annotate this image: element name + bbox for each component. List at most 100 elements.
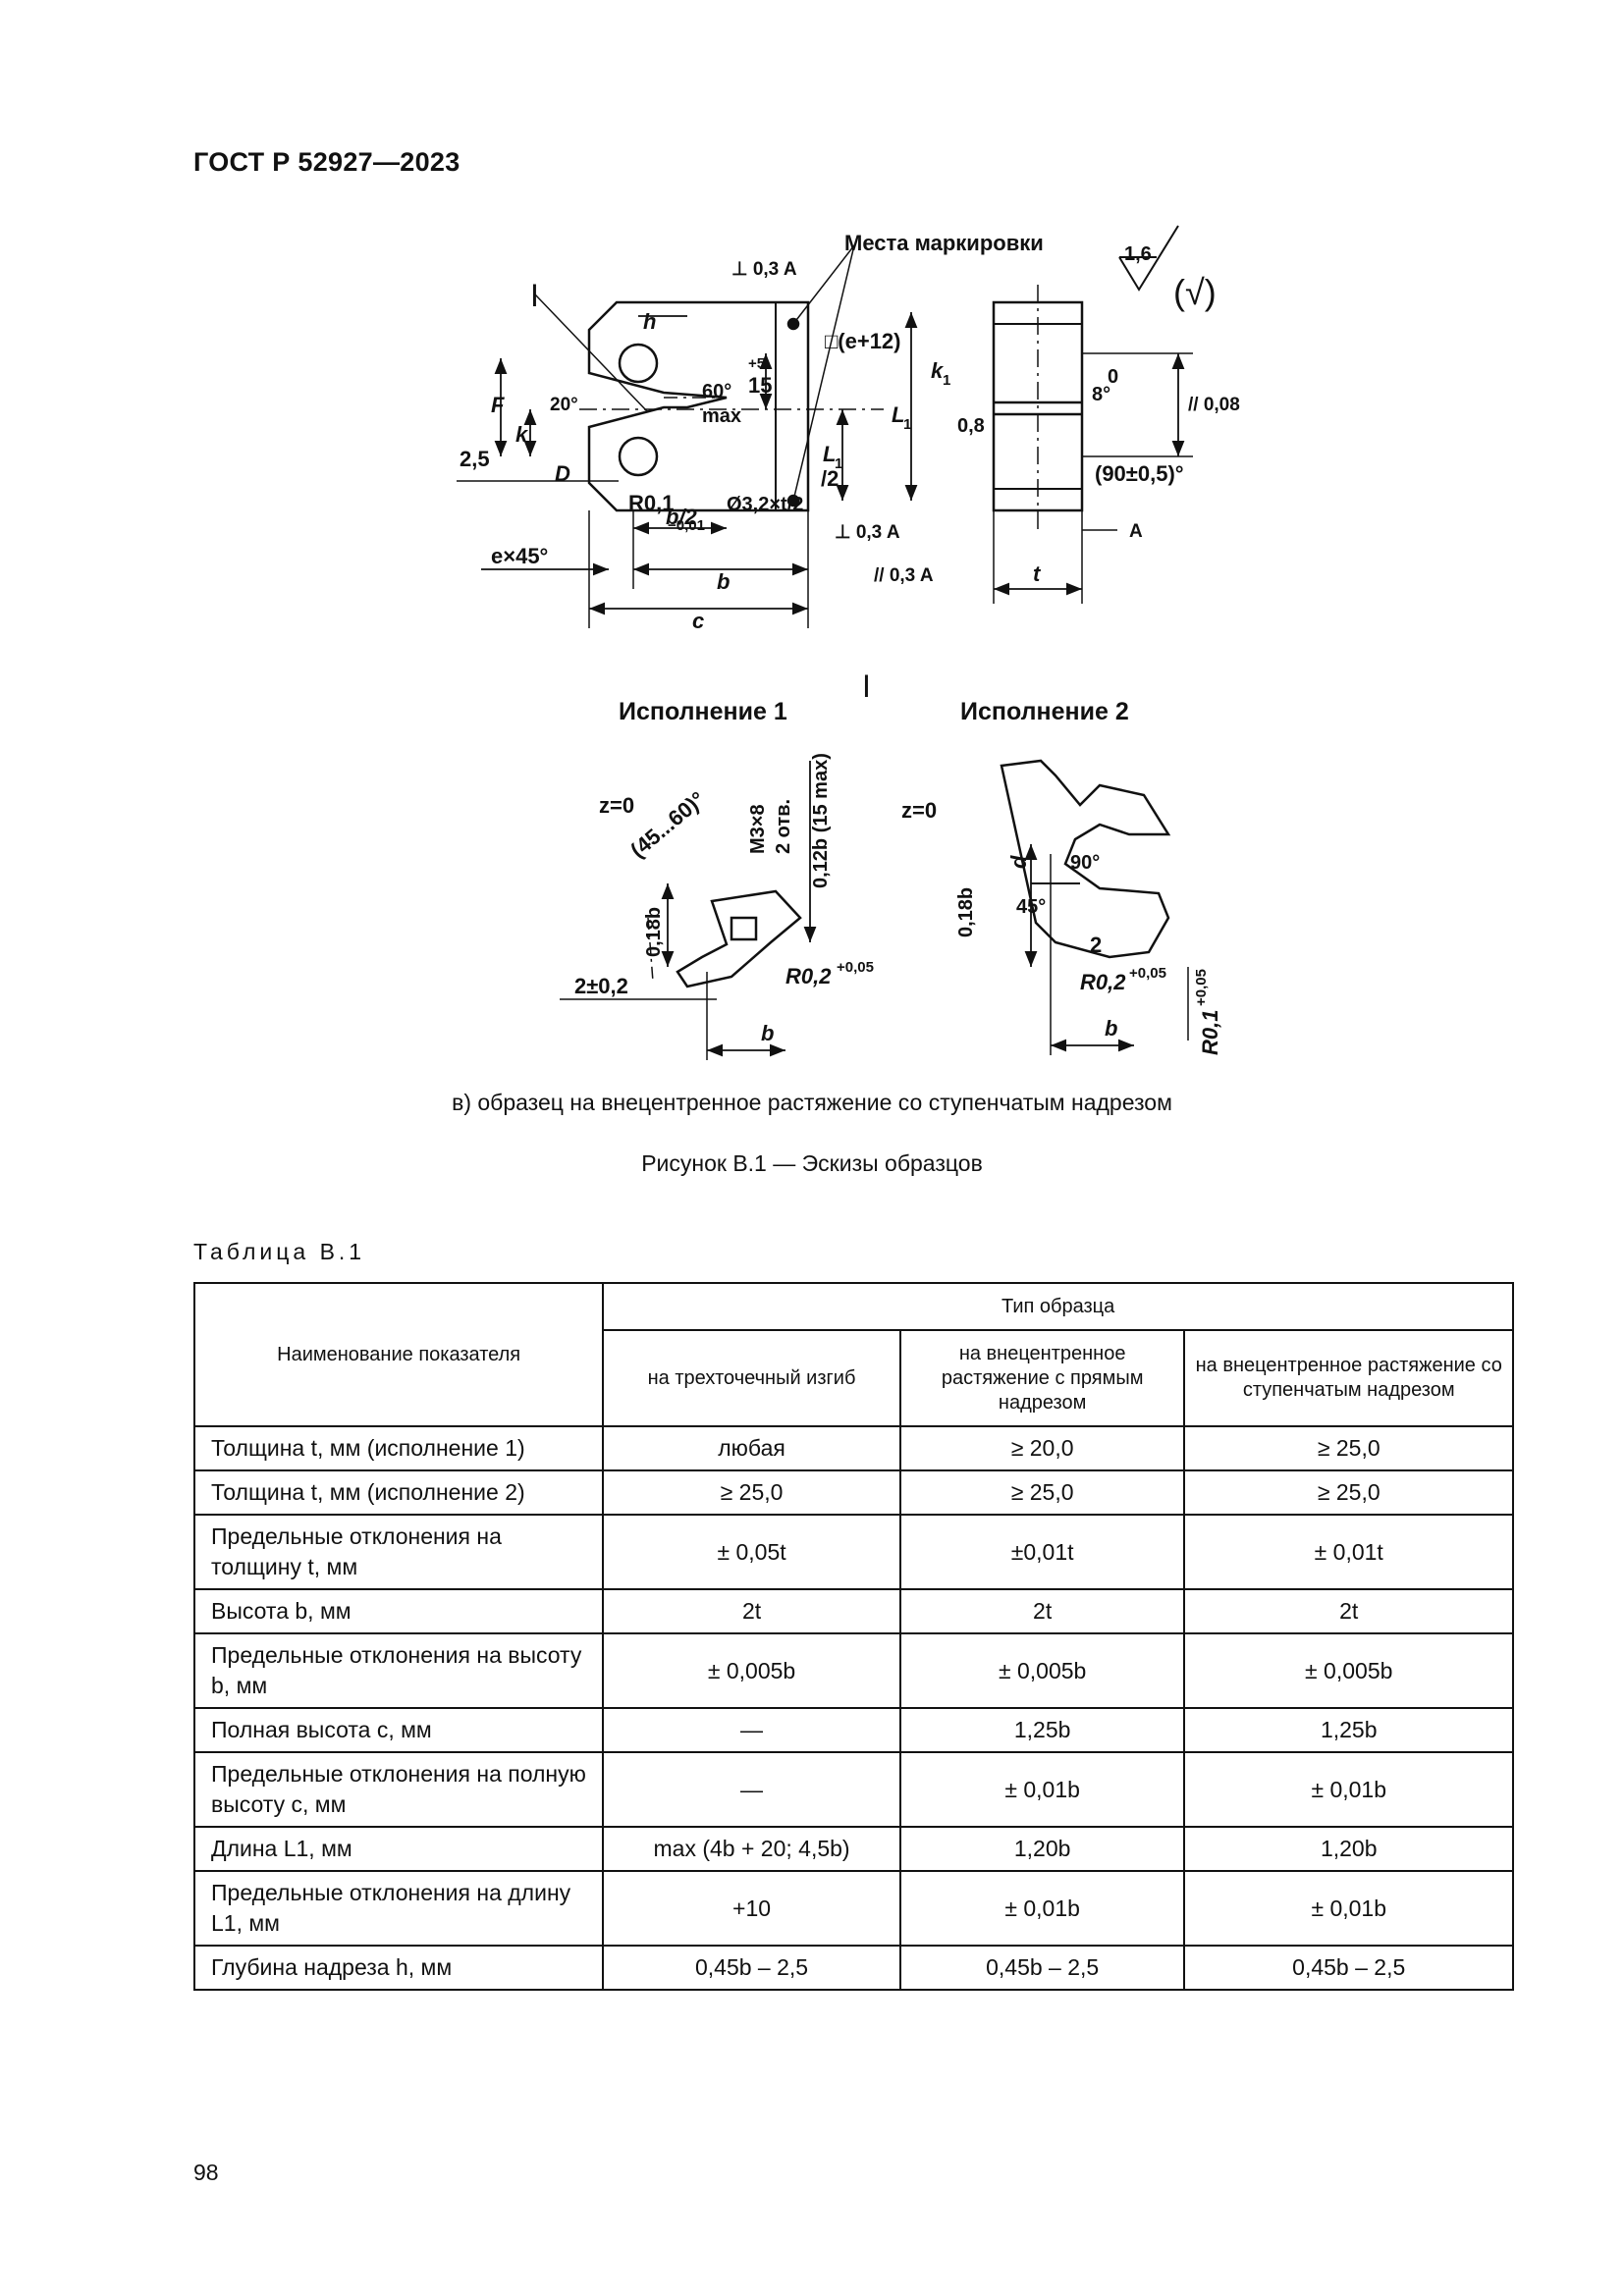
roughness-value: 1,6 <box>1124 243 1152 265</box>
dim-angle90: (90±0,5)° <box>1095 461 1184 486</box>
dim-b: b <box>717 569 730 594</box>
dim-e12: □(e+12) <box>825 329 901 353</box>
variant1-dim2: 2±0,2 <box>574 974 628 998</box>
row-name: Предельные отклонения на высоту b, мм <box>192 1632 605 1709</box>
dim-zero: 0 <box>1108 366 1118 388</box>
table-row: Предельные отклонения на высоту b, мм ± … <box>192 1632 1514 1709</box>
dim-max: max <box>702 405 741 427</box>
variant1-m3: M3×8 <box>747 804 769 854</box>
variant2-dim2: 2 <box>1090 933 1102 957</box>
cell: 0,45b – 2,5 <box>602 1945 901 1991</box>
dim-angle20: 20° <box>550 395 578 415</box>
cell: ± 0,01b <box>1183 1751 1514 1828</box>
table-row: Предельные отклонения на полную высоту c… <box>192 1751 1514 1828</box>
variant2-title: Исполнение 2 <box>960 698 1129 725</box>
table-row: Толщина t, мм (исполнение 1) любая ≥ 20,… <box>192 1425 1514 1471</box>
variant2-angle90: 90° <box>1070 852 1100 874</box>
cell: ≥ 25,0 <box>898 1469 1186 1516</box>
variant2-d: d <box>1006 855 1031 869</box>
table-row: Толщина t, мм (исполнение 2) ≥ 25,0 ≥ 25… <box>192 1469 1514 1516</box>
dim-F: F <box>491 393 505 417</box>
variant2-R02-tol: +0,05 <box>1129 965 1166 982</box>
document-header: ГОСТ Р 52927—2023 <box>193 147 460 177</box>
cell: 1,20b <box>898 1826 1186 1872</box>
cell: ± 0,05t <box>602 1514 901 1590</box>
header-col-three-point: на трехточечный изгиб <box>602 1329 901 1427</box>
header-param: Наименование показателя <box>192 1282 605 1427</box>
dim-L1-half-sub: 1 <box>835 455 842 472</box>
row-name: Глубина надреза h, мм <box>192 1945 605 1991</box>
row-name: Длина L1, мм <box>192 1826 605 1872</box>
cell: ≥ 25,0 <box>602 1469 901 1516</box>
figure-caption: Рисунок В.1 — Эскизы образцов <box>641 1150 983 1176</box>
roughness-check: (√) <box>1173 272 1217 312</box>
variant1-b: b <box>761 1021 774 1045</box>
dim-L1: L <box>892 402 904 427</box>
dim-R01: R0,1 <box>628 491 674 515</box>
cell: ±0,01t <box>898 1514 1186 1590</box>
variant2-notch <box>1000 759 1171 959</box>
cell: — <box>602 1707 901 1753</box>
dim-t: t <box>1033 561 1042 586</box>
pin-hole-bottom <box>618 436 659 477</box>
row-name: Высота b, мм <box>192 1588 605 1634</box>
variant1-angle: (45...60)° <box>625 786 710 862</box>
row-name: Толщина t, мм (исполнение 1) <box>192 1425 605 1471</box>
tolerance-perp-top: ⊥ 0,3 A <box>731 259 797 280</box>
header-col-stepped-notch: на внецентренное растяжение со ступенчат… <box>1183 1329 1514 1427</box>
marking-label: Места маркировки <box>844 231 1044 255</box>
cell: 2t <box>602 1588 901 1634</box>
header-type-group: Тип образца <box>602 1282 1514 1331</box>
row-name: Толщина t, мм (исполнение 2) <box>192 1469 605 1516</box>
specimen-drawing: Места маркировки I 1,6 (√) ⊥ 0,3 A ⊥ 0,3… <box>457 225 1240 1060</box>
cell: ± 0,005b <box>898 1632 1186 1709</box>
cell: 1,20b <box>1183 1826 1514 1872</box>
cell: ± 0,005b <box>1183 1632 1514 1709</box>
dim-L1-half-rest: /2 <box>821 466 839 491</box>
variant1-holes: 2 отв. <box>773 799 794 854</box>
dim-D: D <box>555 461 570 486</box>
cell: — <box>602 1751 901 1828</box>
table-row: Предельные отклонения на толщину t, мм ±… <box>192 1514 1514 1590</box>
dim-25: 2,5 <box>460 447 490 471</box>
variant2-b: b <box>1105 1016 1117 1041</box>
cell: ± 0,01b <box>1183 1870 1514 1947</box>
dim-R01-tol: −0,01 <box>668 517 705 534</box>
variant2-R02: R0,2 <box>1080 970 1126 994</box>
dim-15: 15 <box>748 373 772 398</box>
variant1-R02-tol: +0,05 <box>837 959 874 976</box>
dim-angle60: 60° <box>702 381 731 402</box>
table-row: Глубина надреза h, мм 0,45b – 2,5 0,45b … <box>192 1945 1514 1991</box>
cell: +10 <box>602 1870 901 1947</box>
tolerance-perp-bottom: ⊥ 0,3 A <box>835 522 900 543</box>
table-row: Длина L1, мм max (4b + 20; 4,5b) 1,20b 1… <box>192 1826 1514 1872</box>
dim-k1-sub: 1 <box>943 372 950 389</box>
dim-c: c <box>692 609 704 633</box>
dim-L1-half: L <box>823 442 836 466</box>
table-row: Предельные отклонения на длину L1, мм +1… <box>192 1870 1514 1947</box>
detail-mark: I <box>530 278 539 313</box>
dim-k1: k <box>931 358 945 383</box>
row-name: Полная высота c, мм <box>192 1707 605 1753</box>
variant1-z0: z=0 <box>599 793 634 818</box>
page-number: 98 <box>193 2160 219 2185</box>
variant2-z0: z=0 <box>901 798 937 823</box>
variant2-angle45: 45° <box>1016 896 1046 918</box>
cell: 1,25b <box>1183 1707 1514 1753</box>
dim-h: h <box>643 309 656 334</box>
variant1-R02: R0,2 <box>785 964 832 988</box>
pin-hole-top <box>618 343 659 384</box>
cell: ≥ 25,0 <box>1183 1425 1514 1471</box>
variant1-title: Исполнение 1 <box>619 698 787 725</box>
header-col-straight-notch: на внецентренное растяжение с прямым над… <box>898 1329 1186 1427</box>
cell: ± 0,01b <box>898 1870 1186 1947</box>
dim-k: k <box>515 422 529 447</box>
variant1-notch <box>676 889 802 988</box>
row-name: Предельные отклонения на толщину t, мм <box>192 1514 605 1590</box>
dim-angle8: 8° <box>1092 384 1110 405</box>
tolerance-parallel-side: // 0,08 <box>1188 395 1240 415</box>
cell: ± 0,01b <box>898 1751 1186 1828</box>
row-name: Предельные отклонения на полную высоту c… <box>192 1751 605 1828</box>
cell: любая <box>602 1425 901 1471</box>
row-name: Предельные отклонения на длину L1, мм <box>192 1870 605 1947</box>
